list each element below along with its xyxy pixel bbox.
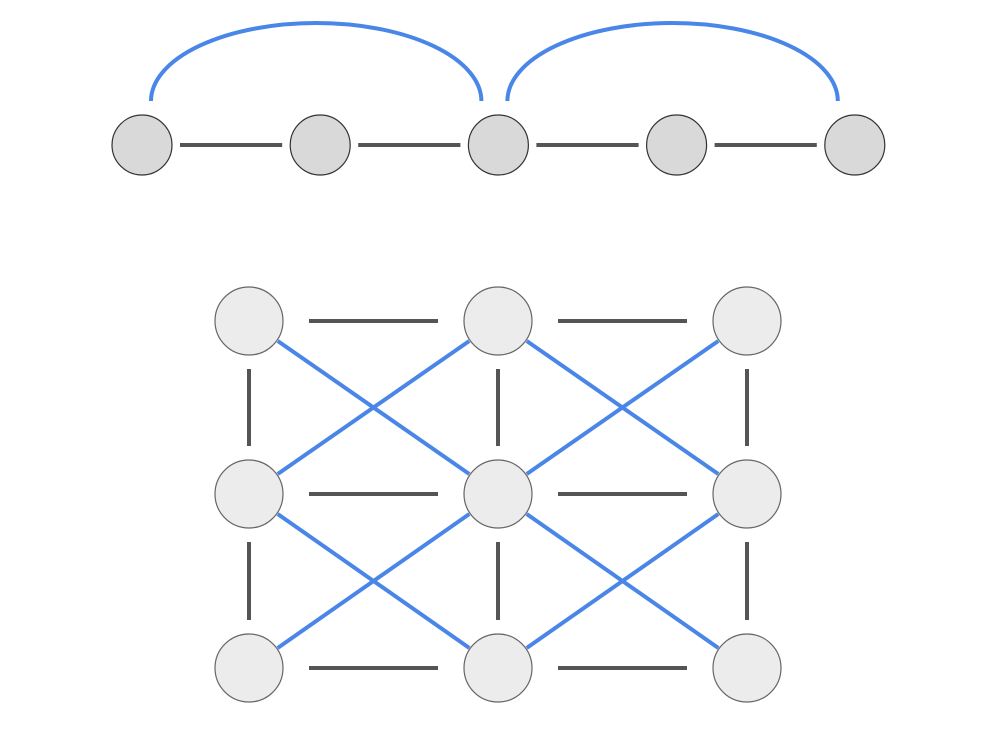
grid-node-2-0 bbox=[214, 633, 284, 703]
chain-extra-edge-0-2 bbox=[149, 21, 484, 102]
grid-extra-edge-02-11 bbox=[525, 339, 720, 476]
grid-node-0-1 bbox=[463, 286, 533, 356]
grid-node-2-1 bbox=[463, 633, 533, 703]
chain-node-3 bbox=[645, 114, 708, 176]
grid-node-1-2 bbox=[712, 459, 782, 529]
grid-extra-edge-12-21 bbox=[525, 512, 720, 650]
chain-node-1 bbox=[289, 114, 351, 176]
chain-graph bbox=[111, 21, 886, 176]
grid-graph bbox=[214, 286, 782, 703]
grid-extra-edge-01-10 bbox=[276, 339, 471, 476]
chain-node-2 bbox=[467, 114, 529, 176]
chain-node-4 bbox=[824, 114, 886, 176]
grid-node-0-2 bbox=[712, 286, 782, 356]
grid-node-1-1 bbox=[463, 459, 533, 529]
grid-node-2-2 bbox=[712, 633, 782, 703]
chain-node-0 bbox=[111, 114, 173, 176]
grid-extra-edge-11-20 bbox=[276, 512, 471, 650]
chain-extra-edge-2-4 bbox=[505, 21, 840, 102]
grid-node-1-0 bbox=[214, 459, 284, 529]
grid-node-0-0 bbox=[214, 286, 284, 356]
